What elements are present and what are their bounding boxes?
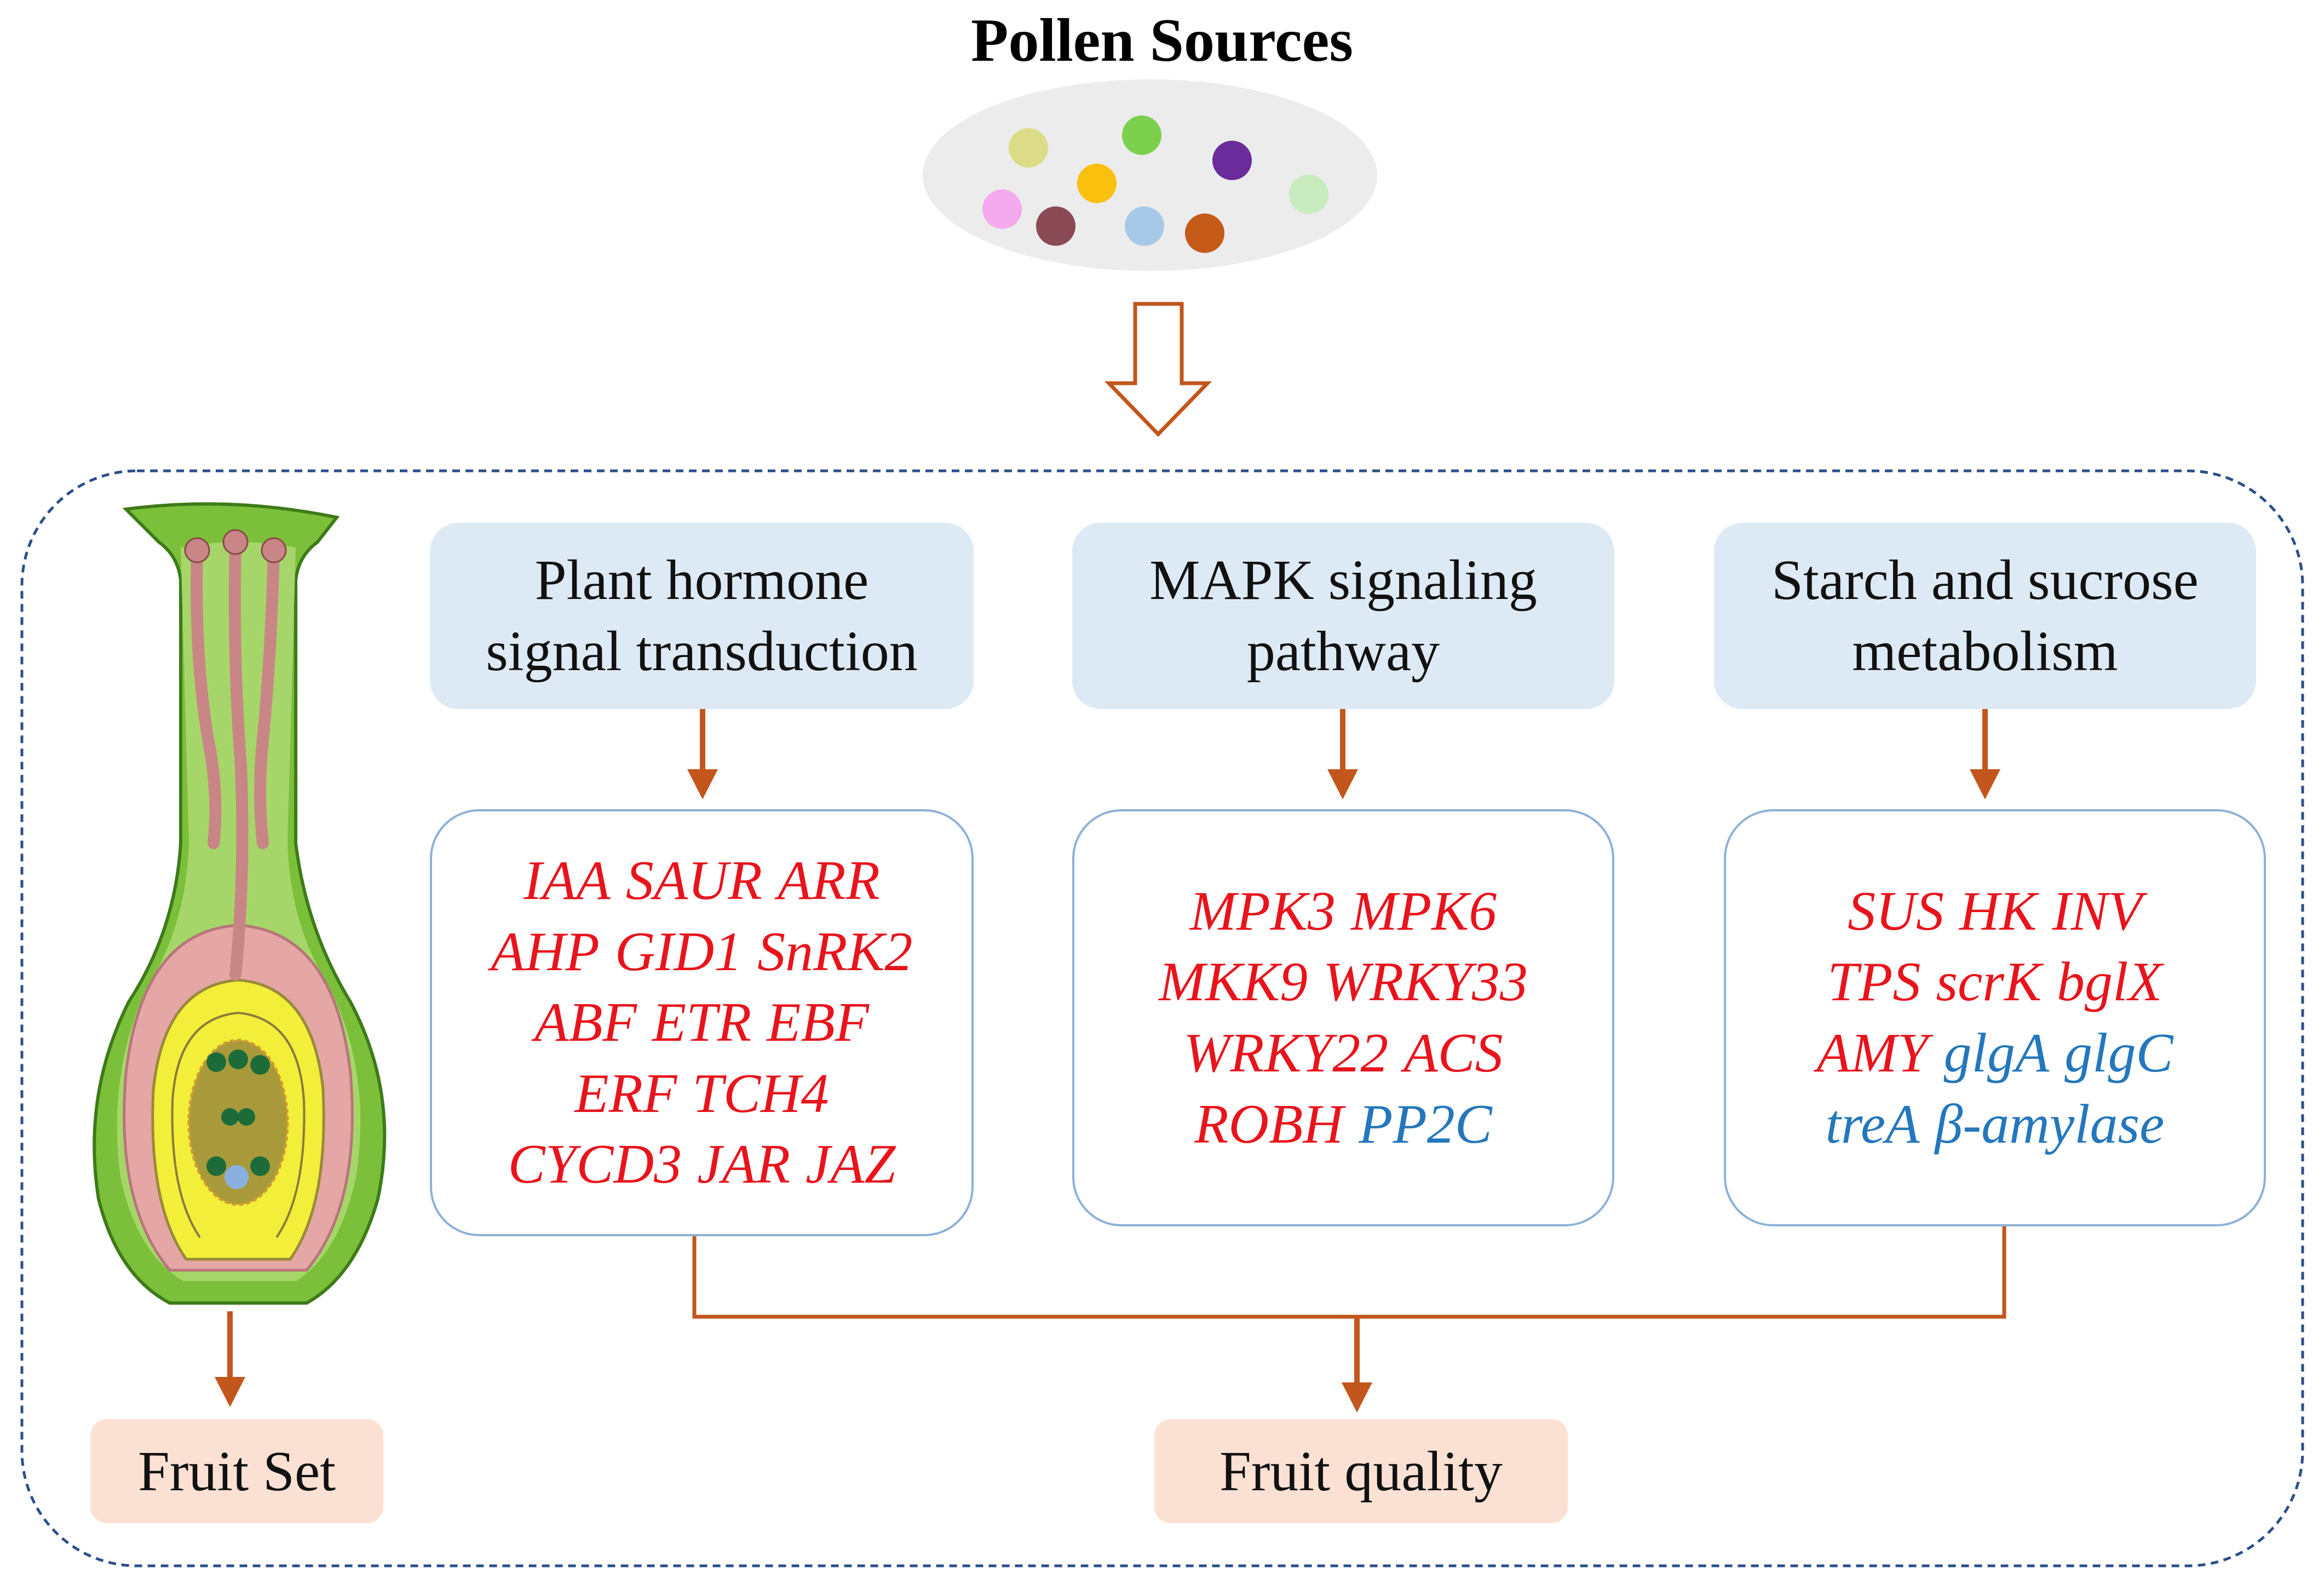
pistil-illustration-icon xyxy=(93,502,387,1305)
pollen-dot xyxy=(1122,116,1161,155)
gene-label: PP2C xyxy=(1359,1093,1492,1155)
gene-label: ABF xyxy=(534,992,637,1054)
pollen-dot xyxy=(1077,164,1117,203)
gene-label: EBF xyxy=(767,992,870,1054)
gene-label: JAZ xyxy=(806,1133,896,1196)
gene-label: MPK3 xyxy=(1189,880,1336,942)
arrow-pathway-to-genes-2 xyxy=(1327,709,1358,799)
pollen-dot xyxy=(1289,175,1328,214)
pathway-plant-hormone: Plant hormone signal transduction xyxy=(430,523,974,709)
gene-label: AMY xyxy=(1816,1022,1929,1084)
gene-label: SnRK2 xyxy=(757,920,913,983)
pathway-line: metabolism xyxy=(1852,620,2118,683)
gene-label: GID1 xyxy=(614,920,743,983)
gene-label: treA xyxy=(1825,1093,1920,1155)
gene-label: SUS xyxy=(1848,880,1944,942)
gene-label: ACS xyxy=(1403,1022,1503,1084)
gene-label: β-amylase xyxy=(1935,1093,2165,1155)
pollen-dots xyxy=(982,116,1328,253)
gene-label: bglX xyxy=(2057,951,2162,1013)
gene-label: glgA xyxy=(1943,1022,2050,1084)
dashed-frame xyxy=(20,469,2304,1567)
gene-label: scrK xyxy=(1936,951,2042,1013)
pollen-dot xyxy=(1036,206,1075,246)
gene-label: TPS xyxy=(1827,951,1921,1013)
gene-label: MKK9 xyxy=(1158,951,1308,1013)
pathway-line: Starch and sucrose xyxy=(1771,549,2199,612)
gene-label: WRKY22 xyxy=(1183,1022,1389,1084)
pollen-dot xyxy=(1125,206,1164,246)
connector-to-fruit-quality xyxy=(692,1226,2006,1385)
gene-label: JAR xyxy=(697,1133,791,1196)
pathway-line: signal transduction xyxy=(486,620,918,683)
pathway-starch-sucrose: Starch and sucrose metabolism xyxy=(1714,523,2256,709)
arrow-to-fruit-quality xyxy=(1342,1382,1372,1413)
pollen-dot xyxy=(1212,141,1252,180)
gene-label: ERF xyxy=(574,1062,677,1125)
fruit-set-box: Fruit Set xyxy=(90,1419,383,1523)
fruit-quality-box: Fruit quality xyxy=(1154,1419,1568,1523)
gene-label: IAA xyxy=(524,850,611,912)
arrow-to-fruit-set xyxy=(215,1311,245,1407)
pollen-dot xyxy=(982,189,1022,229)
diagram-title: Pollen Sources xyxy=(971,7,1353,74)
gene-label: ARR xyxy=(777,850,880,912)
pathway-line: MAPK signaling xyxy=(1149,549,1537,612)
gene-label: SAUR xyxy=(625,850,762,912)
pollen-dot xyxy=(1185,214,1224,253)
arrow-pathway-to-genes-3 xyxy=(1970,709,2000,799)
hollow-down-arrow-icon xyxy=(1104,302,1212,437)
gene-label: glgC xyxy=(2064,1022,2173,1084)
gene-label: CYCD3 xyxy=(508,1133,682,1196)
pathway-mapk: MAPK signaling pathway xyxy=(1072,523,1614,709)
gene-label: TCH4 xyxy=(692,1062,829,1125)
gene-label: WRKY33 xyxy=(1323,951,1528,1013)
gene-label: ETR xyxy=(652,992,752,1054)
gene-label: ROBH xyxy=(1194,1093,1344,1155)
pathway-line: Plant hormone xyxy=(534,549,869,612)
gene-label: AHP xyxy=(491,920,600,983)
pathway-line: pathway xyxy=(1246,620,1440,683)
gene-label: MPK6 xyxy=(1351,880,1497,942)
arrow-pathway-to-genes-1 xyxy=(687,709,718,799)
gene-label: INV xyxy=(2052,880,2142,942)
gene-label: HK xyxy=(1959,880,2037,942)
pollen-dot xyxy=(1009,128,1048,168)
